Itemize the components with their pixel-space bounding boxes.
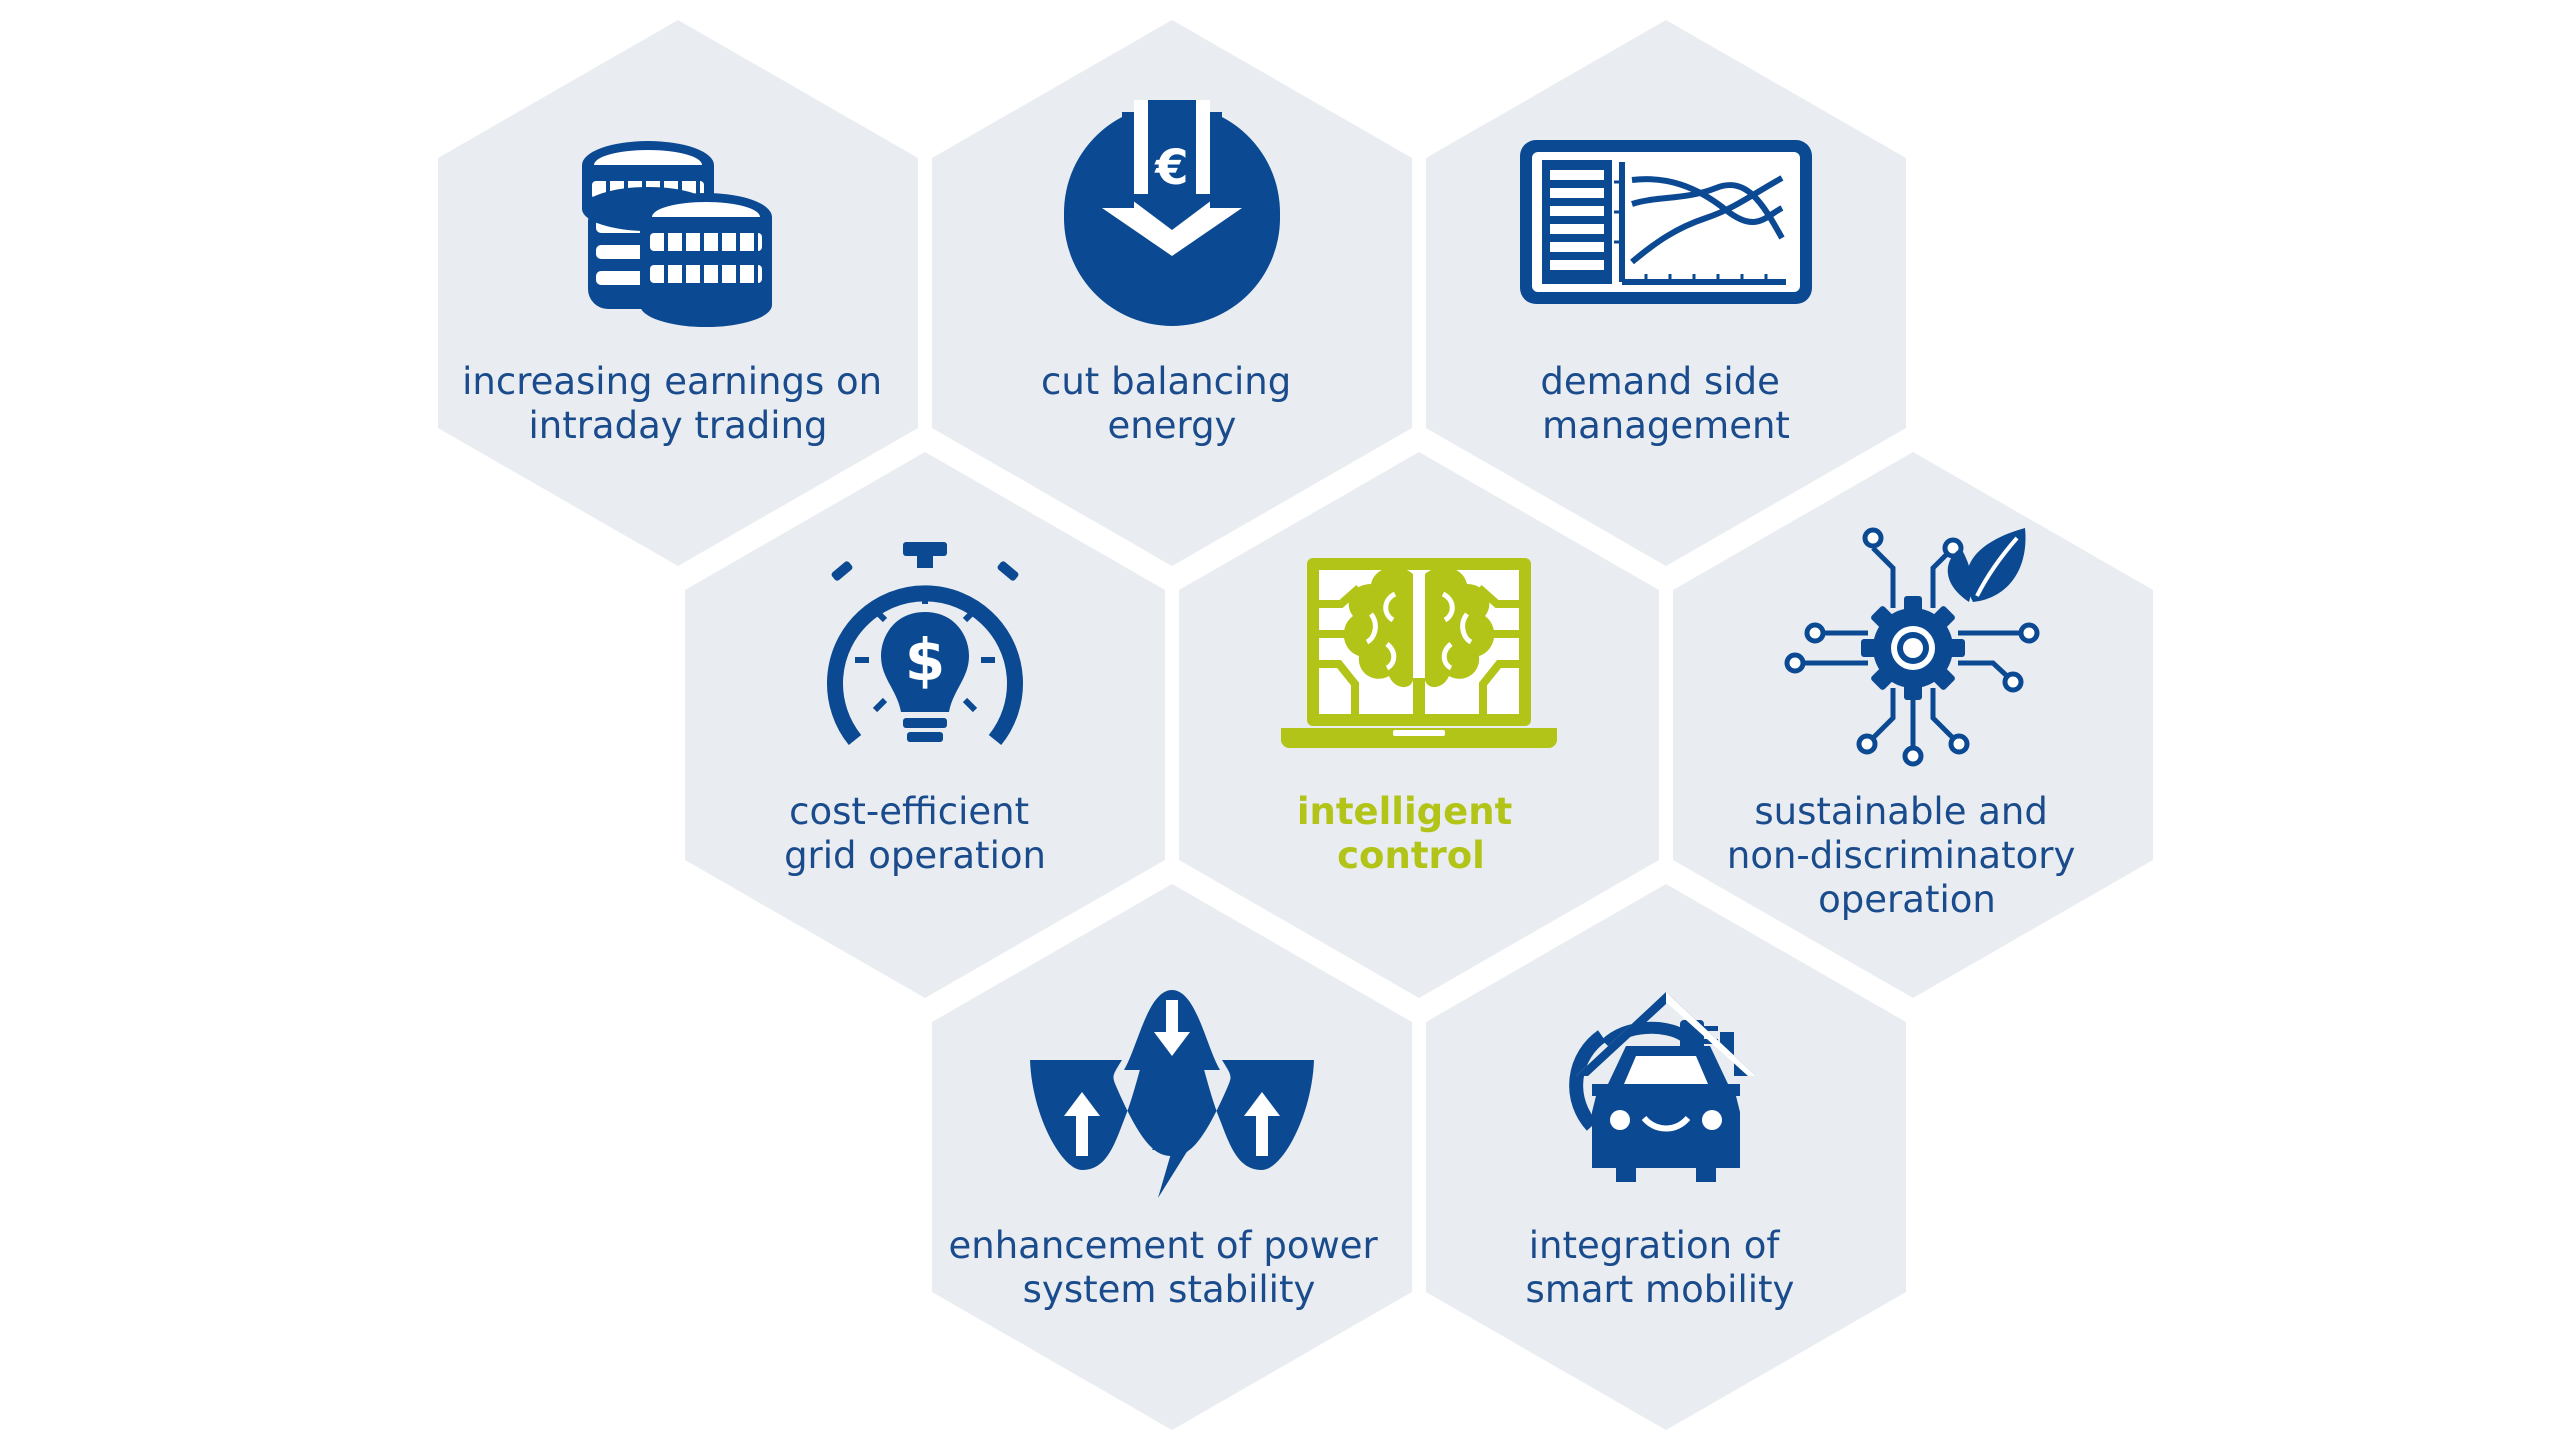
- hex-labels: increasing earnings on intraday trading …: [462, 360, 2087, 1311]
- label-sustainable: sustainable and non-discriminatory opera…: [1727, 790, 2087, 921]
- gear-circuit-leaf-icon: [1784, 527, 2040, 767]
- coins-icon: [582, 141, 772, 327]
- euro-symbol: €: [1154, 140, 1188, 196]
- tablet-chart-icon: [1520, 140, 1812, 304]
- label-earnings: increasing earnings on intraday trading: [462, 360, 894, 447]
- laptop-brain-icon: [1281, 558, 1557, 748]
- label-demand: demand side management: [1540, 360, 1791, 447]
- label-stability: enhancement of power system stability: [949, 1224, 1390, 1311]
- gear: [1861, 596, 1965, 700]
- coin-stack-front: [640, 193, 772, 327]
- car-plug-home-icon: [1569, 992, 1756, 1182]
- label-mobility: integration of smart mobility: [1526, 1224, 1795, 1311]
- leaf: [1947, 528, 2026, 602]
- stopwatch-dollar-bulb-icon: $: [827, 542, 1023, 746]
- label-grid: cost-efficient grid operation: [784, 790, 1046, 877]
- dollar-symbol: $: [905, 626, 945, 694]
- grid-wave-lightning-icon: [1030, 990, 1314, 1198]
- label-balancing: cut balancing energy: [1041, 360, 1303, 447]
- label-intelligent: intelligent control: [1297, 790, 1525, 877]
- euro-down-arrow-icon: €: [1064, 100, 1280, 326]
